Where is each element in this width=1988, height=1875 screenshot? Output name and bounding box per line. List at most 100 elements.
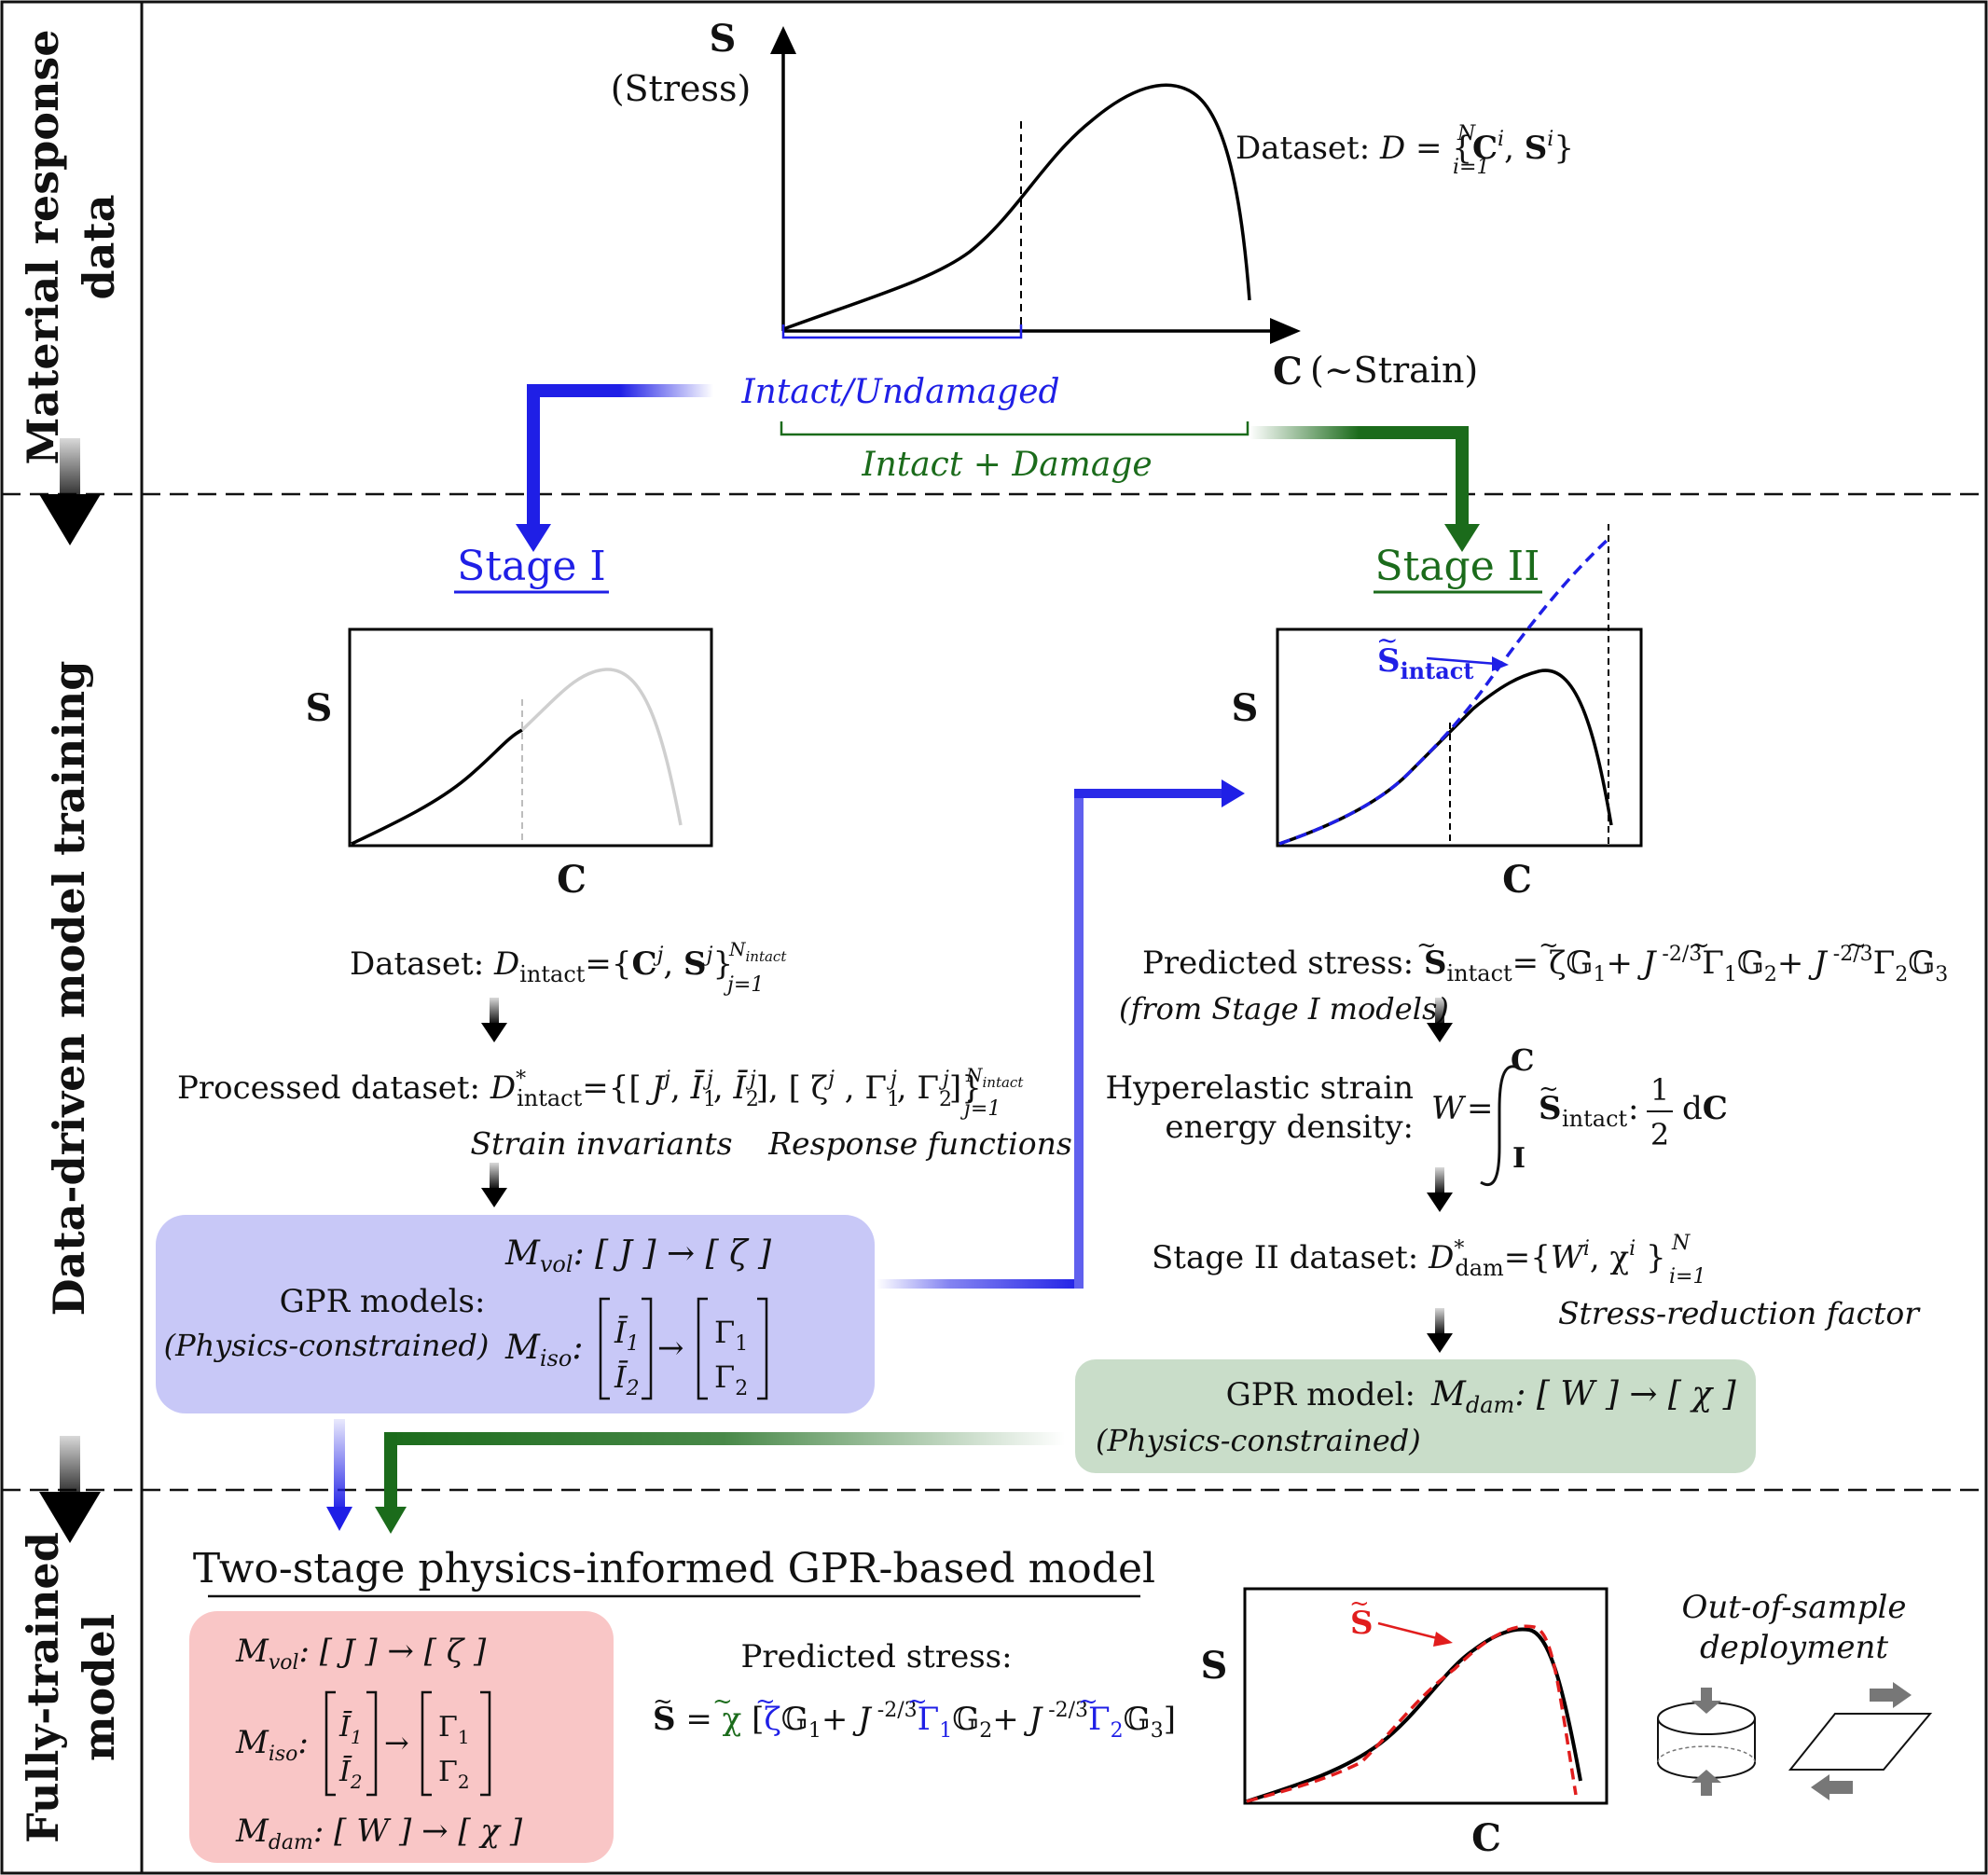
stage2-step-arrow-1 xyxy=(1427,998,1453,1042)
svg-text:N: N xyxy=(1456,122,1476,145)
svg-text:data: data xyxy=(74,194,124,299)
top-y-symbol: S xyxy=(710,17,737,61)
final-s-annotation: S ~ xyxy=(1349,1590,1453,1647)
svg-text:~: ~ xyxy=(755,1688,776,1716)
svg-text:Γ1: Γ1 xyxy=(438,1711,470,1748)
svg-text:~: ~ xyxy=(1539,931,1559,959)
svg-text:S: S xyxy=(1350,1605,1374,1642)
svg-text:Γ1: Γ1 xyxy=(714,1315,748,1356)
svg-text:Miso:: Miso: xyxy=(504,1329,583,1372)
hyperelastic-label-line1: Hyperelastic strain xyxy=(1105,1069,1414,1107)
final-x-label: C xyxy=(1471,1816,1501,1860)
flow-arrow-stage2-to-final xyxy=(375,1432,1065,1534)
svg-text:I: I xyxy=(1512,1142,1526,1175)
top-stress-curve xyxy=(782,83,1251,331)
final-predicted-label: Predicted stress: xyxy=(740,1638,1012,1675)
final-model-title: Two-stage physics-informed GPR-based mod… xyxy=(193,1545,1155,1592)
row-transition-arrow-2 xyxy=(39,1436,101,1543)
response-functions-label: Response functions xyxy=(767,1125,1072,1162)
top-x-axis-arrowhead xyxy=(1270,318,1301,344)
svg-text:Dataset: D = {Ci, Si}: Dataset: D = {Ci, Si} xyxy=(1236,128,1574,167)
stage2-gpr-box xyxy=(1075,1359,1756,1473)
svg-text:~: ~ xyxy=(1078,1688,1098,1716)
stage1-section: Stage I S C Dataset: Dintact={Cj, Sj} Ni… xyxy=(156,543,1072,1413)
stage1-title: Stage I xyxy=(457,543,606,590)
stage2-x-label: C xyxy=(1502,858,1532,902)
row-label-material-response: Material response data xyxy=(18,29,124,464)
svg-text::: : xyxy=(1628,1090,1638,1127)
stage2-gpr-subtitle: (Physics-constrained) xyxy=(1096,1423,1421,1458)
stage1-plot-frame xyxy=(348,627,713,848)
svg-text:Processed dataset: D*intact={[: Processed dataset: D*intact={[ Jj, Ī1j, … xyxy=(177,1068,982,1111)
top-y-name: (Stress) xyxy=(611,68,752,109)
svg-text:~: ~ xyxy=(1846,931,1867,959)
intact-undamaged-label: Intact/Undamaged xyxy=(740,373,1059,411)
svg-text:Nintact: Nintact xyxy=(728,938,787,965)
stage1-step-arrow-1 xyxy=(481,998,507,1042)
final-miso: Miso: Ī1 Ī2 → Γ1 Γ2 xyxy=(235,1690,491,1797)
strain-energy-integral: W = C I S ~ intact : 1 2 dC xyxy=(1431,1042,1728,1186)
svg-text:Ī1: Ī1 xyxy=(338,1711,363,1748)
stage1-dataset: Dataset: Dintact={Cj, Sj} Nintact j=1 xyxy=(350,938,787,997)
svg-text:j=1: j=1 xyxy=(723,973,764,997)
stage2-gpr-title: GPR model: xyxy=(1226,1376,1415,1413)
stage2-predicted-stress: Predicted stress: Sintact= ζ𝔾1+ J -2/3Γ1… xyxy=(1142,931,1948,986)
svg-text:~: ~ xyxy=(1539,1075,1559,1103)
intact-range-bracket xyxy=(781,324,1023,339)
svg-text:~: ~ xyxy=(907,1688,928,1716)
svg-text:Ī2: Ī2 xyxy=(338,1756,363,1793)
stage2-y-label: S xyxy=(1232,686,1259,730)
svg-text:2: 2 xyxy=(1650,1117,1669,1152)
stage1-gpr-title: GPR models: xyxy=(280,1283,486,1320)
stress-reduction-label: Stress-reduction factor xyxy=(1558,1295,1921,1331)
final-predicted-formula: S = χ [ζ𝔾1+ J -2/3Γ1𝔾2+ J -2/3Γ2𝔾3] ~ ~ … xyxy=(653,1688,1176,1743)
stage1-x-label: C xyxy=(557,858,587,902)
svg-text:→: → xyxy=(657,1330,684,1367)
svg-text:Dataset: Dintact={Cj, Sj}: Dataset: Dintact={Cj, Sj} xyxy=(350,944,733,987)
svg-text:Γ2: Γ2 xyxy=(714,1359,748,1400)
svg-text:Miso:: Miso: xyxy=(235,1724,309,1766)
svg-text:Material response: Material response xyxy=(18,29,68,464)
stage2-title: Stage II xyxy=(1374,543,1539,590)
svg-text:~: ~ xyxy=(712,1688,733,1716)
svg-text:Γ2: Γ2 xyxy=(438,1756,470,1793)
svg-text:C: C xyxy=(1511,1042,1534,1078)
stage2-intact-prediction-curve xyxy=(1278,537,1610,846)
intact-damage-label: Intact + Damage xyxy=(861,446,1152,484)
svg-text:Stage II dataset: D*dam={Wi,: Stage II dataset: D*dam={Wi, χi } xyxy=(1152,1237,1666,1281)
shear-parallelogram-icon xyxy=(1788,1682,1933,1800)
svg-text:i=1: i=1 xyxy=(1669,1265,1705,1289)
stage1-y-label: S xyxy=(306,686,333,730)
svg-text:S: S xyxy=(1539,1090,1562,1127)
stage2-plot-frame xyxy=(1276,627,1643,848)
svg-text:W: W xyxy=(1431,1090,1467,1127)
svg-text:j=1: j=1 xyxy=(959,1097,1001,1121)
hyperelastic-label-line2: energy density: xyxy=(1165,1109,1414,1146)
svg-text:model: model xyxy=(74,1614,124,1761)
stage1-intact-curve xyxy=(351,728,523,846)
row-label-fully-trained: Fully-trained model xyxy=(18,1532,124,1843)
svg-text:i=1: i=1 xyxy=(1453,156,1489,179)
flow-arrow-to-stage1 xyxy=(516,384,713,552)
top-x-name: (~Strain) xyxy=(1310,350,1478,391)
flow-arrow-stage1-to-stage2 xyxy=(877,779,1245,1289)
final-predicted-curve xyxy=(1246,1624,1578,1803)
stage1-damage-curve-greyed xyxy=(520,668,683,826)
svg-text:Nintact: Nintact xyxy=(965,1064,1024,1091)
svg-text:~: ~ xyxy=(1349,1590,1370,1618)
stage2-from-stage1-note: (from Stage I models) xyxy=(1119,991,1449,1027)
stage1-step-arrow-2 xyxy=(481,1163,507,1207)
svg-text:Fully-trained: Fully-trained xyxy=(18,1532,68,1843)
stage1-mvol: Mvol: [ J ] → [ ζ ] xyxy=(504,1234,772,1277)
final-model-section: Two-stage physics-informed GPR-based mod… xyxy=(189,1545,1933,1863)
final-models-box xyxy=(189,1611,614,1863)
stage1-gpr-subtitle: (Physics-constrained) xyxy=(164,1328,490,1363)
svg-text:~: ~ xyxy=(1690,931,1710,959)
final-y-label: S xyxy=(1201,1644,1228,1688)
top-x-symbol: C xyxy=(1273,350,1303,393)
stage1-processed-dataset: Processed dataset: D*intact={[ Jj, Ī1j, … xyxy=(177,1064,1024,1121)
stage2-section: Stage II S C Sintact ~ Predicted stress:… xyxy=(1075,524,1948,1473)
